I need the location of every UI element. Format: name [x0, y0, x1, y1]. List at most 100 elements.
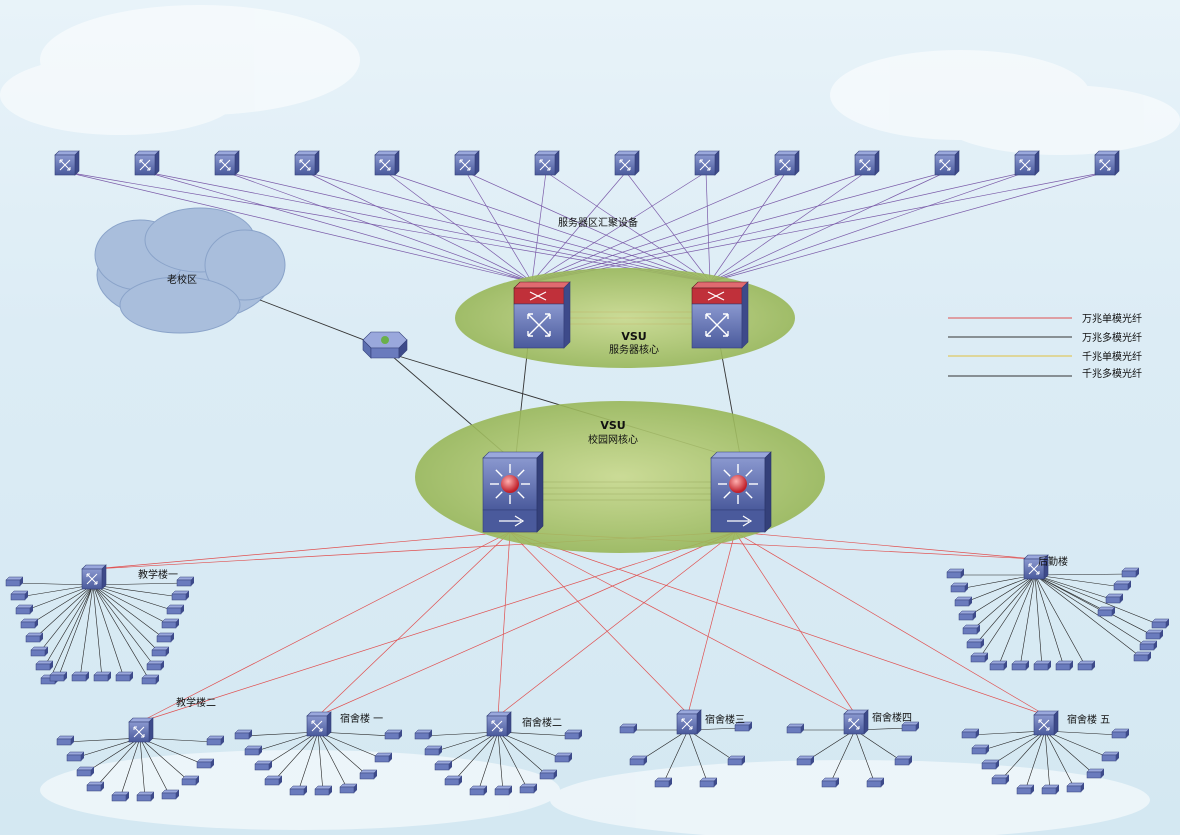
dorm4-pc-6[interactable] — [901, 721, 920, 732]
teach1-pc-14[interactable] — [151, 646, 170, 657]
teach2-pc-4[interactable] — [86, 781, 105, 792]
logistics-pc-5[interactable] — [962, 624, 981, 635]
logistics-pc-1[interactable] — [946, 568, 965, 579]
teach1-pc-12[interactable] — [161, 618, 180, 629]
teach2-pc-5[interactable] — [111, 791, 130, 802]
teach1-pc-11[interactable] — [166, 604, 185, 615]
dorm4-pc-2[interactable] — [796, 755, 815, 766]
dorm5-pc-6[interactable] — [1041, 784, 1060, 795]
dorm5-pc-4[interactable] — [991, 774, 1010, 785]
teach1-pc-18[interactable] — [71, 671, 90, 682]
logistics-pc-9[interactable] — [1011, 660, 1030, 671]
dorm5-pc-7[interactable] — [1066, 782, 1085, 793]
dorm1-pc-9[interactable] — [374, 752, 393, 763]
dorm2-pc-9[interactable] — [554, 752, 573, 763]
dorm2-pc-8[interactable] — [539, 769, 558, 780]
campus-core-switch-2[interactable] — [710, 451, 772, 533]
switch-dorm2[interactable] — [486, 711, 512, 737]
server-core-switch-1[interactable] — [513, 281, 571, 349]
dorm3-pc-5[interactable] — [727, 755, 746, 766]
server-agg-switch-12[interactable] — [934, 150, 960, 176]
logistics-pc-4[interactable] — [958, 610, 977, 621]
dorm2-pc-10[interactable] — [564, 729, 583, 740]
dorm2-pc-5[interactable] — [469, 785, 488, 796]
dorm2-pc-7[interactable] — [519, 783, 538, 794]
teach2-pc-7[interactable] — [161, 789, 180, 800]
teach1-pc-16[interactable] — [141, 674, 160, 685]
dorm5-pc-8[interactable] — [1086, 768, 1105, 779]
dorm1-pc-1[interactable] — [234, 729, 253, 740]
dorm4-pc-1[interactable] — [786, 723, 805, 734]
teach1-pc-3[interactable] — [15, 604, 34, 615]
dorm5-pc-2[interactable] — [971, 744, 990, 755]
server-core-switch-2[interactable] — [691, 281, 749, 349]
switch-teach1[interactable] — [81, 564, 107, 590]
logistics-pc-3[interactable] — [954, 596, 973, 607]
dorm5-pc-9[interactable] — [1101, 751, 1120, 762]
logistics-pc-16[interactable] — [1097, 606, 1116, 617]
dorm3-pc-4[interactable] — [699, 777, 718, 788]
server-agg-switch-7[interactable] — [534, 150, 560, 176]
teach1-pc-2[interactable] — [10, 590, 29, 601]
dorm1-pc-7[interactable] — [339, 783, 358, 794]
teach1-pc-5[interactable] — [25, 632, 44, 643]
switch-logistics[interactable] — [1023, 554, 1049, 580]
server-agg-switch-3[interactable] — [214, 150, 240, 176]
server-agg-switch-4[interactable] — [294, 150, 320, 176]
dorm5-pc-5[interactable] — [1016, 784, 1035, 795]
teach1-pc-9[interactable] — [176, 576, 195, 587]
server-agg-switch-11[interactable] — [854, 150, 880, 176]
dorm1-pc-8[interactable] — [359, 769, 378, 780]
logistics-pc-13[interactable] — [1121, 567, 1140, 578]
dorm2-pc-3[interactable] — [434, 760, 453, 771]
dorm1-pc-5[interactable] — [289, 785, 308, 796]
gateway-router[interactable] — [362, 331, 408, 359]
teach1-pc-15[interactable] — [146, 660, 165, 671]
dorm2-pc-2[interactable] — [424, 745, 443, 756]
logistics-pc-20[interactable] — [1133, 651, 1152, 662]
teach2-pc-3[interactable] — [76, 766, 95, 777]
dorm4-pc-5[interactable] — [894, 755, 913, 766]
dorm1-pc-4[interactable] — [264, 775, 283, 786]
dorm4-pc-3[interactable] — [821, 777, 840, 788]
switch-dorm5[interactable] — [1033, 710, 1059, 736]
teach2-pc-6[interactable] — [136, 791, 155, 802]
dorm5-pc-3[interactable] — [981, 759, 1000, 770]
server-agg-switch-9[interactable] — [694, 150, 720, 176]
logistics-pc-17[interactable] — [1151, 618, 1170, 629]
dorm5-pc-10[interactable] — [1111, 728, 1130, 739]
dorm3-pc-6[interactable] — [734, 721, 753, 732]
server-agg-switch-14[interactable] — [1094, 150, 1120, 176]
teach1-pc-4[interactable] — [20, 618, 39, 629]
dorm1-pc-6[interactable] — [314, 785, 333, 796]
dorm1-pc-2[interactable] — [244, 745, 263, 756]
logistics-pc-7[interactable] — [970, 652, 989, 663]
server-agg-switch-6[interactable] — [454, 150, 480, 176]
logistics-pc-12[interactable] — [1077, 660, 1096, 671]
dorm1-pc-3[interactable] — [254, 760, 273, 771]
server-agg-switch-8[interactable] — [614, 150, 640, 176]
switch-dorm4[interactable] — [843, 709, 869, 735]
teach1-pc-7[interactable] — [35, 660, 54, 671]
server-agg-switch-2[interactable] — [134, 150, 160, 176]
logistics-pc-10[interactable] — [1033, 660, 1052, 671]
teach2-pc-2[interactable] — [66, 751, 85, 762]
teach2-pc-9[interactable] — [196, 758, 215, 769]
server-agg-switch-13[interactable] — [1014, 150, 1040, 176]
logistics-pc-15[interactable] — [1105, 593, 1124, 604]
logistics-pc-6[interactable] — [966, 638, 985, 649]
teach2-pc-1[interactable] — [56, 735, 75, 746]
teach1-pc-1[interactable] — [5, 576, 24, 587]
dorm5-pc-1[interactable] — [961, 728, 980, 739]
teach1-pc-17[interactable] — [49, 671, 68, 682]
logistics-pc-14[interactable] — [1113, 580, 1132, 591]
server-agg-switch-10[interactable] — [774, 150, 800, 176]
dorm3-pc-3[interactable] — [654, 777, 673, 788]
dorm3-pc-1[interactable] — [619, 723, 638, 734]
teach1-pc-19[interactable] — [93, 671, 112, 682]
switch-teach2[interactable] — [128, 717, 154, 743]
switch-dorm3[interactable] — [676, 709, 702, 735]
dorm2-pc-6[interactable] — [494, 785, 513, 796]
teach1-pc-13[interactable] — [156, 632, 175, 643]
logistics-pc-8[interactable] — [989, 660, 1008, 671]
